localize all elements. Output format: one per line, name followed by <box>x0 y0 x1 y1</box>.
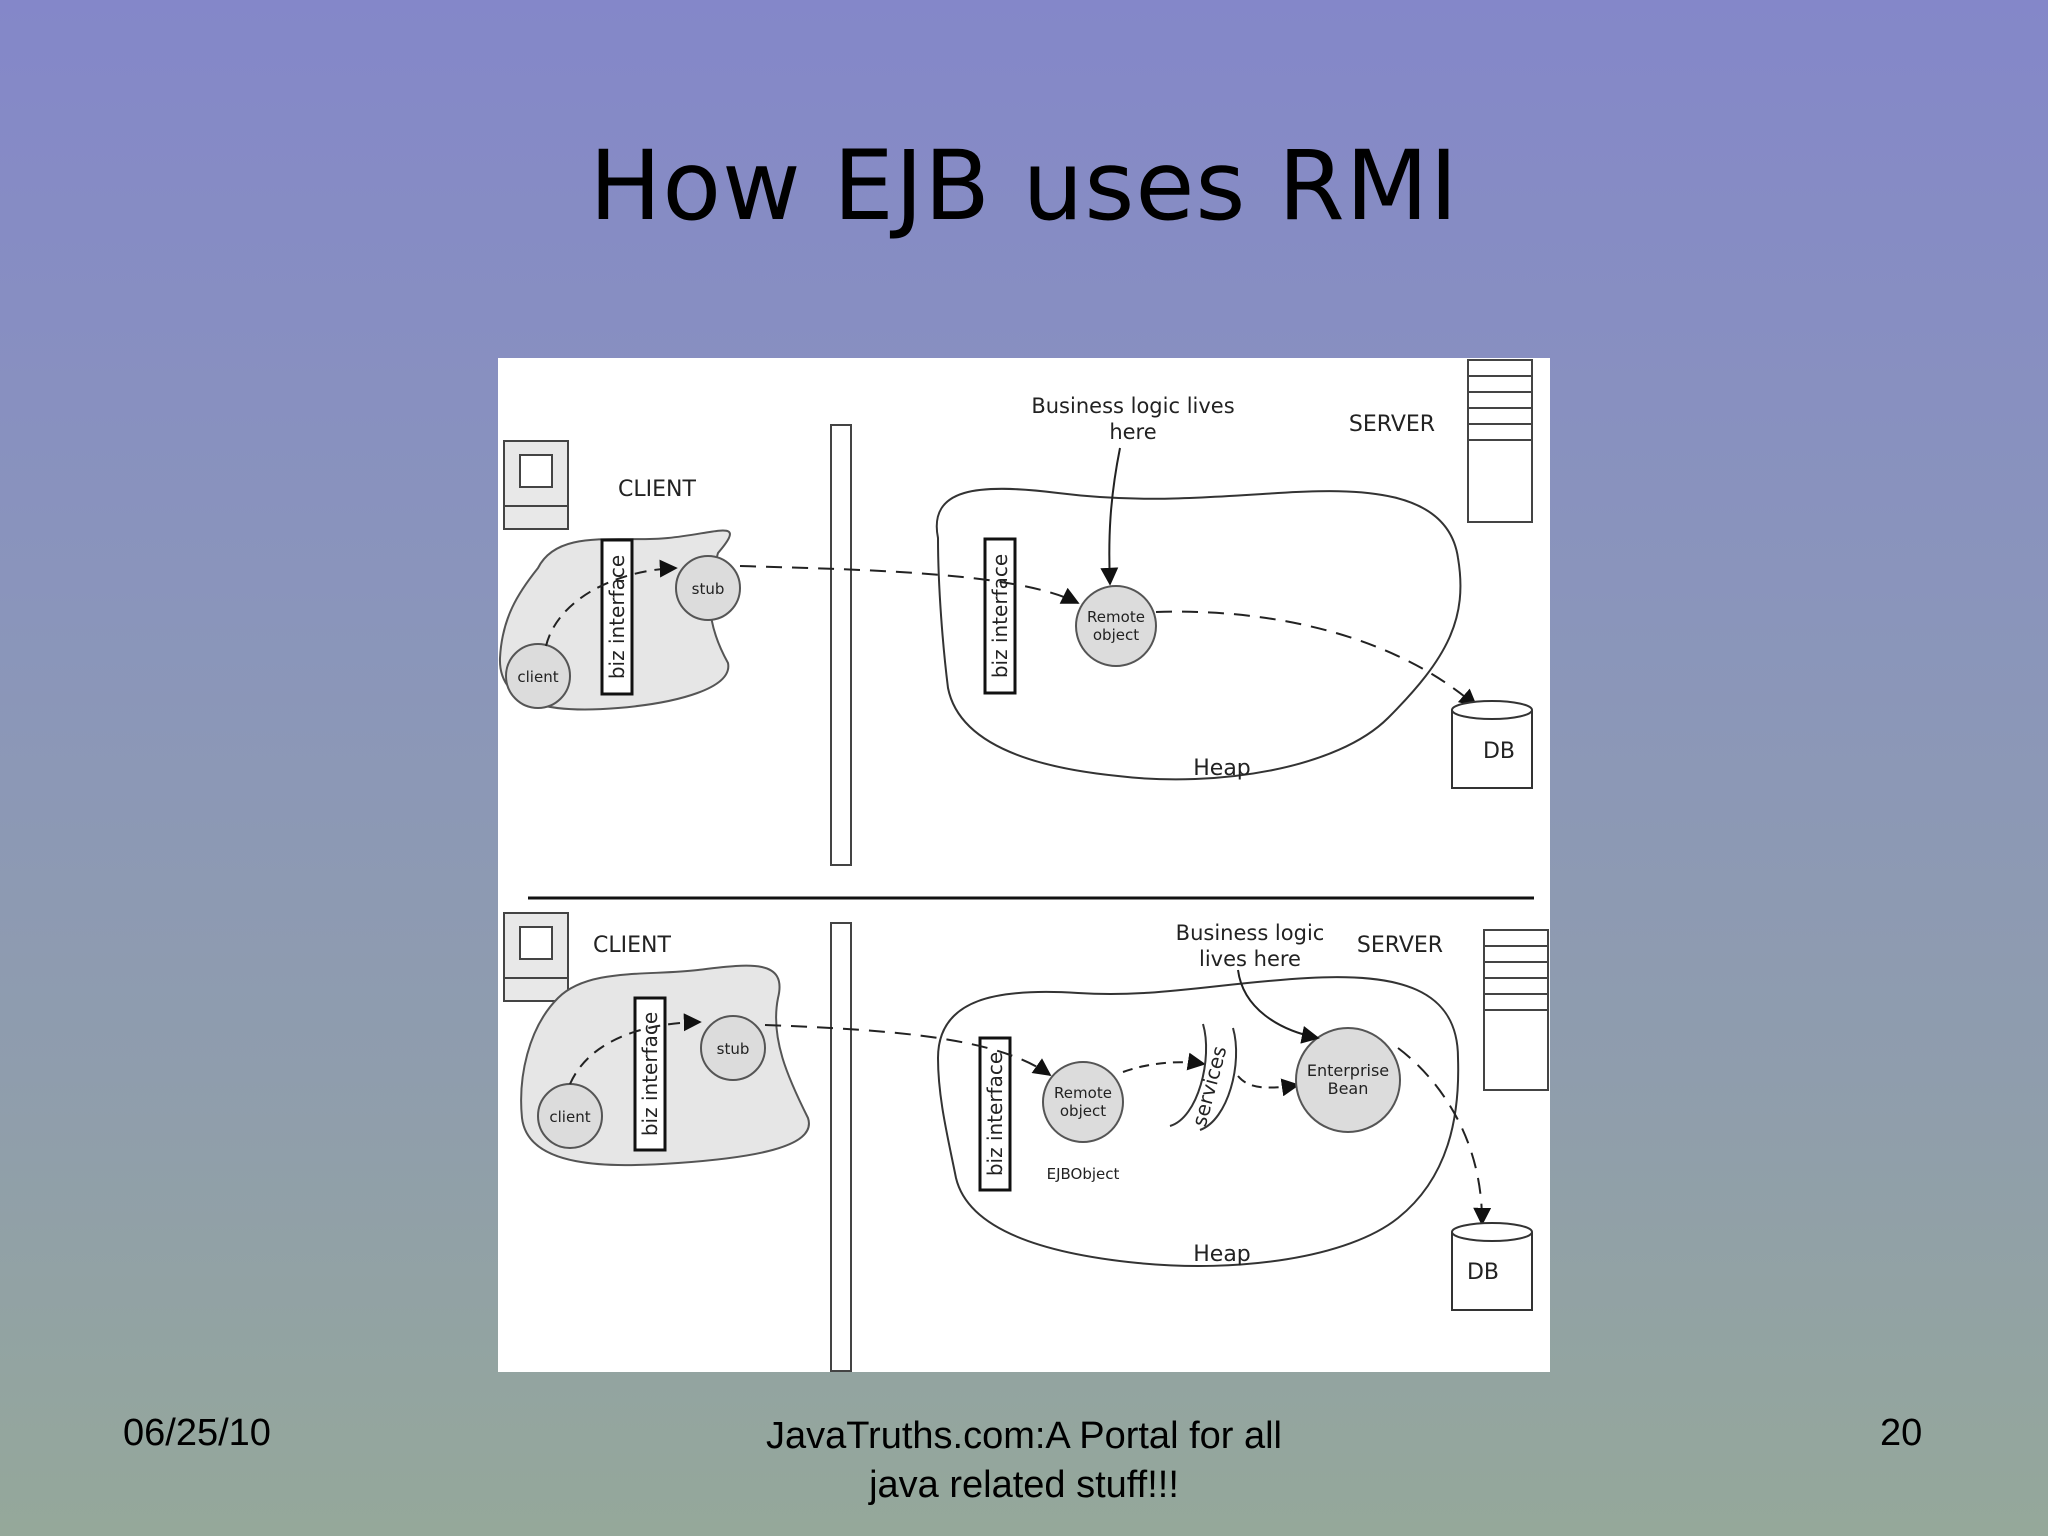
bottom-business-logic-arrow <box>1237 969 1320 1044</box>
top-server-label: SERVER <box>1349 412 1435 437</box>
footer-page-number: 20 <box>1880 1412 1923 1454</box>
bottom-client-label: CLIENT <box>593 933 671 958</box>
bottom-client-computer-icon <box>503 912 569 1002</box>
bottom-ejbobject-label: EJBObject <box>1047 1165 1120 1183</box>
bottom-business-logic-line2: lives here <box>1199 947 1301 971</box>
top-remote-object-line1: Remote <box>1087 608 1145 626</box>
top-heap-label: Heap <box>1193 756 1251 781</box>
bottom-enterprise-bean: Enterprise Bean <box>1295 1027 1401 1133</box>
top-business-logic-line1: Business logic lives <box>1031 394 1234 418</box>
top-server-interface: biz interface <box>983 537 1017 695</box>
top-client-label: CLIENT <box>618 477 696 502</box>
footer-caption-line1: JavaTruths.com:A Portal for all <box>765 1415 1282 1457</box>
top-client-to-stub-arrow <box>545 559 678 647</box>
top-business-logic-arrow <box>1100 447 1121 586</box>
top-db-icon: DB <box>1451 700 1533 789</box>
footer-date: 06/25/10 <box>123 1412 271 1454</box>
bottom-server-interface: biz interface <box>978 1036 1012 1192</box>
bottom-server-interface-label: biz interface <box>983 1052 1007 1176</box>
bottom-network-divider <box>830 922 852 1372</box>
top-client-interface-label: biz interface <box>605 555 629 679</box>
bottom-remote-to-services-arrow <box>1122 1052 1206 1073</box>
bottom-remote-object-line2: object <box>1060 1102 1106 1120</box>
bottom-client-node: client <box>537 1083 603 1149</box>
footer-caption: JavaTruths.com:A Portal for all java rel… <box>724 1412 1324 1510</box>
top-network-divider <box>830 424 852 866</box>
top-remote-object-line2: object <box>1093 626 1139 644</box>
bottom-enterprise-bean-line2: Bean <box>1328 1079 1369 1098</box>
bottom-client-interface-label: biz interface <box>638 1012 662 1136</box>
top-remote-object: Remote object <box>1075 585 1157 667</box>
top-stub-to-remote-arrow <box>739 565 1080 604</box>
bottom-db-icon: DB <box>1451 1222 1533 1311</box>
top-client-interface: biz interface <box>600 538 634 696</box>
bottom-stub-to-remote-arrow <box>764 1024 1052 1077</box>
bottom-business-logic-line1: Business logic <box>1176 921 1325 945</box>
ejb-rmi-diagram: CLIENT client biz interface stub <box>498 358 1550 1372</box>
client-computer-icon <box>503 440 569 530</box>
top-db-label: DB <box>1483 739 1515 764</box>
footer-caption-line2: java related stuff!!! <box>869 1464 1179 1506</box>
top-server-rack-icon <box>1467 359 1533 523</box>
top-heap-blob <box>935 487 1462 781</box>
top-server-interface-label: biz interface <box>988 554 1012 678</box>
bottom-bean-to-db-arrow <box>1397 1047 1492 1226</box>
bottom-server-label: SERVER <box>1357 933 1443 958</box>
bottom-remote-object-line1: Remote <box>1054 1084 1112 1102</box>
top-diagram: CLIENT client biz interface stub <box>498 359 1533 866</box>
bottom-db-label: DB <box>1467 1260 1499 1285</box>
bottom-server-rack-icon <box>1483 929 1549 1091</box>
bottom-stub-node: stub <box>700 1015 766 1081</box>
top-client-node: client <box>505 643 571 709</box>
bottom-client-node-label: client <box>549 1108 590 1126</box>
top-stub-node-label: stub <box>692 580 725 598</box>
top-client-node-label: client <box>517 668 558 686</box>
bottom-remote-object: Remote object <box>1042 1061 1124 1143</box>
top-remote-to-db-arrow <box>1155 610 1478 708</box>
bottom-enterprise-bean-line1: Enterprise <box>1307 1061 1389 1080</box>
bottom-diagram: CLIENT client biz interface stub <box>503 912 1549 1372</box>
bottom-heap-label: Heap <box>1193 1242 1251 1267</box>
bottom-stub-node-label: stub <box>717 1040 750 1058</box>
top-stub-node: stub <box>675 555 741 621</box>
bottom-client-to-stub-arrow <box>569 1013 702 1085</box>
bottom-services-to-bean-arrow <box>1237 1075 1300 1097</box>
slide-title: How EJB uses RMI <box>589 130 1459 242</box>
bottom-client-interface: biz interface <box>633 996 667 1152</box>
top-business-logic-line2: here <box>1109 420 1156 444</box>
